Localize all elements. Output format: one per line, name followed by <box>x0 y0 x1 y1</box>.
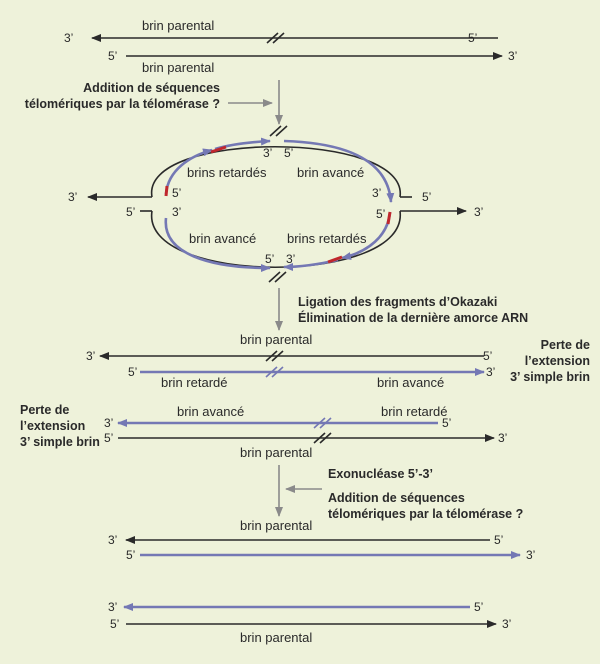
primer-lower-right <box>386 211 392 225</box>
addition-text-line2: télomériques par la télomérase ? <box>328 507 524 521</box>
strand-end-5prime: 5’ <box>474 600 484 614</box>
strand-end-3prime: 3’ <box>372 186 382 200</box>
strand-end-3prime: 3’ <box>64 31 74 45</box>
brin-avance-label: brin avancé <box>297 165 365 180</box>
brin-parental-label: brin parental <box>240 630 313 645</box>
strand-end-3prime: 3’ <box>286 252 296 266</box>
strand-end-5prime: 5’ <box>442 416 452 430</box>
loss-text-line1: Perte de <box>20 403 70 417</box>
strand-end-3prime: 3’ <box>263 146 273 160</box>
strand-end-5prime: 5’ <box>108 49 118 63</box>
strand-end-3prime: 3’ <box>508 49 518 63</box>
leading-strand-lower <box>164 217 271 272</box>
break-mark-1 <box>266 32 285 44</box>
strand-end-5prime: 5’ <box>284 146 294 160</box>
telomerase-question-line1: Addition de séquences <box>83 81 220 95</box>
break-mark-7 <box>313 432 332 444</box>
break-mark-6 <box>313 417 332 429</box>
loss-text-line3: 3’ simple brin <box>20 435 100 449</box>
exonuclease-text: Exonucléase 5’-3’ <box>328 467 433 481</box>
strand-end-3prime: 3’ <box>498 431 508 445</box>
break-mark-5 <box>265 366 284 378</box>
strand-end-5prime: 5’ <box>483 349 493 363</box>
brin-avance-label: brin avancé <box>189 231 257 246</box>
strand-end-5prime: 5’ <box>376 207 386 221</box>
ligation-text-line1: Ligation des fragments d’Okazaki <box>298 295 498 309</box>
break-mark-2 <box>269 125 288 137</box>
strand-end-5prime: 5’ <box>265 252 275 266</box>
primer-lower-middle <box>327 255 343 264</box>
primer-upper-middle <box>210 145 227 154</box>
brin-parental-label: brin parental <box>240 445 313 460</box>
primer-upper-left <box>164 185 169 197</box>
strand-end-5prime: 5’ <box>422 190 432 204</box>
strand-end-3prime: 3’ <box>172 205 182 219</box>
strand-end-5prime: 5’ <box>104 431 114 445</box>
strand-end-3prime: 3’ <box>86 349 96 363</box>
loss-text-line2: l’extension <box>20 419 86 433</box>
strand-end-5prime: 5’ <box>110 617 120 631</box>
bubble-outer-top <box>151 146 401 198</box>
bubble-outer-bottom <box>151 210 401 268</box>
brin-parental-label: brin parental <box>240 332 313 347</box>
strand-end-3prime: 3’ <box>68 190 78 204</box>
ligation-text-line2: Élimination de la dernière amorce ARN <box>298 311 529 325</box>
strand-end-3prime: 3’ <box>502 617 512 631</box>
break-mark-3 <box>268 271 287 283</box>
brin-avance-label: brin avancé <box>377 375 445 390</box>
break-mark-4 <box>265 350 284 362</box>
strand-end-5prime: 5’ <box>126 205 136 219</box>
brin-retarde-label: brin retardé <box>161 375 228 390</box>
loss-text-line3: 3’ simple brin <box>510 370 590 384</box>
strand-end-3prime: 3’ <box>108 533 118 547</box>
leading-strand-upper <box>283 139 395 203</box>
loss-text-line1: Perte de <box>540 338 590 352</box>
strand-end-5prime: 5’ <box>128 365 138 379</box>
brin-parental-label: brin parental <box>142 18 215 33</box>
strand-end-3prime: 3’ <box>526 548 536 562</box>
brins-retardes-label: brins retardés <box>187 165 267 180</box>
brin-parental-label: brin parental <box>142 60 215 75</box>
brins-retardes-label: brins retardés <box>287 231 367 246</box>
strand-end-3prime: 3’ <box>474 205 484 219</box>
strand-end-5prime: 5’ <box>494 533 504 547</box>
loss-text-line2: l’extension <box>524 354 590 368</box>
brin-retarde-label: brin retardé <box>381 404 448 419</box>
strand-end-5prime: 5’ <box>172 186 182 200</box>
strand-end-3prime: 3’ <box>108 600 118 614</box>
brin-avance-label: brin avancé <box>177 404 245 419</box>
strand-end-3prime: 3’ <box>486 365 496 379</box>
strand-end-3prime: 3’ <box>104 416 114 430</box>
telomerase-question-line2: télomériques par la télomérase ? <box>24 97 220 111</box>
addition-text-line1: Addition de séquences <box>328 491 465 505</box>
brin-parental-label: brin parental <box>240 518 313 533</box>
strand-end-5prime: 5’ <box>126 548 136 562</box>
strand-end-5prime: 5’ <box>468 31 478 45</box>
